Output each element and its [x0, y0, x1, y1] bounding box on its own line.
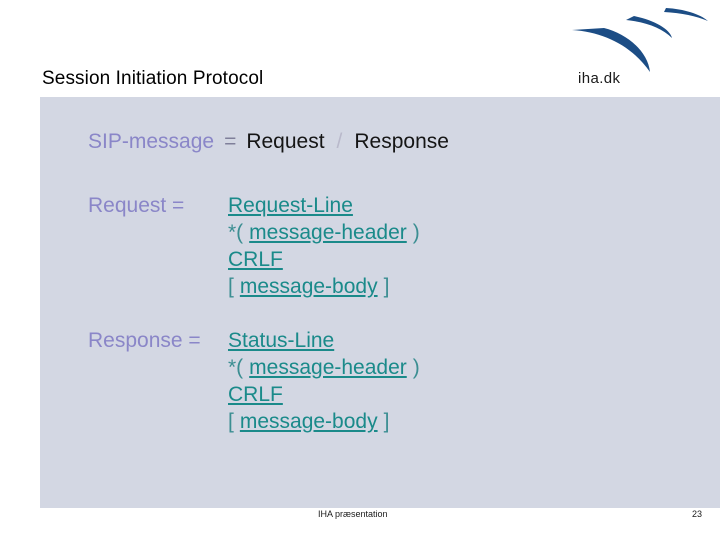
logo-wordmark: iha.dk — [578, 70, 621, 87]
iha-swoosh-logo-icon — [572, 8, 708, 72]
response-line-2: *(message-header) — [228, 356, 420, 380]
sip-message-alt-response: Response — [354, 130, 449, 153]
response-line-4: [message-body] — [228, 410, 389, 434]
production-sip-message: SIP-message = Request / Response — [88, 131, 449, 152]
content-band — [40, 97, 720, 508]
rule-message-body: message-body — [239, 275, 378, 298]
sip-message-lhs: SIP-message — [88, 130, 215, 153]
rule-message-header: message-header — [249, 356, 407, 379]
optional-close-bracket: ] — [383, 410, 390, 433]
brand-logo: iha.dk — [570, 8, 710, 94]
response-line-1: Status-Line — [228, 329, 334, 353]
request-line-1: Request-Line — [228, 194, 353, 218]
rule-crlf: CRLF — [228, 248, 283, 271]
repeat-open-paren: *( — [228, 356, 244, 379]
rule-message-body: message-body — [239, 410, 378, 433]
repeat-close-paren: ) — [412, 356, 420, 379]
repeat-open-paren: *( — [228, 221, 244, 244]
rule-message-header: message-header — [249, 221, 407, 244]
sip-message-slash: / — [336, 130, 343, 153]
rule-request-line: Request-Line — [228, 194, 353, 217]
rule-status-line: Status-Line — [228, 329, 335, 352]
response-line-3: CRLF — [228, 383, 283, 407]
request-lhs: Request = — [88, 194, 185, 217]
footer-page-number: 23 — [692, 509, 703, 519]
request-line-4: [message-body] — [228, 275, 389, 299]
repeat-close-paren: ) — [412, 221, 420, 244]
page-title: Session Initiation Protocol — [42, 68, 264, 89]
optional-open-bracket: [ — [228, 410, 234, 433]
rule-crlf: CRLF — [228, 383, 283, 406]
request-line-2: *(message-header) — [228, 221, 420, 245]
footer-label: IHA præsentation — [318, 509, 388, 519]
sip-message-equals: = — [224, 130, 237, 153]
request-line-3: CRLF — [228, 248, 283, 272]
optional-open-bracket: [ — [228, 275, 234, 298]
sip-message-alt-request: Request — [246, 130, 325, 153]
response-lhs: Response = — [88, 329, 201, 352]
optional-close-bracket: ] — [383, 275, 390, 298]
